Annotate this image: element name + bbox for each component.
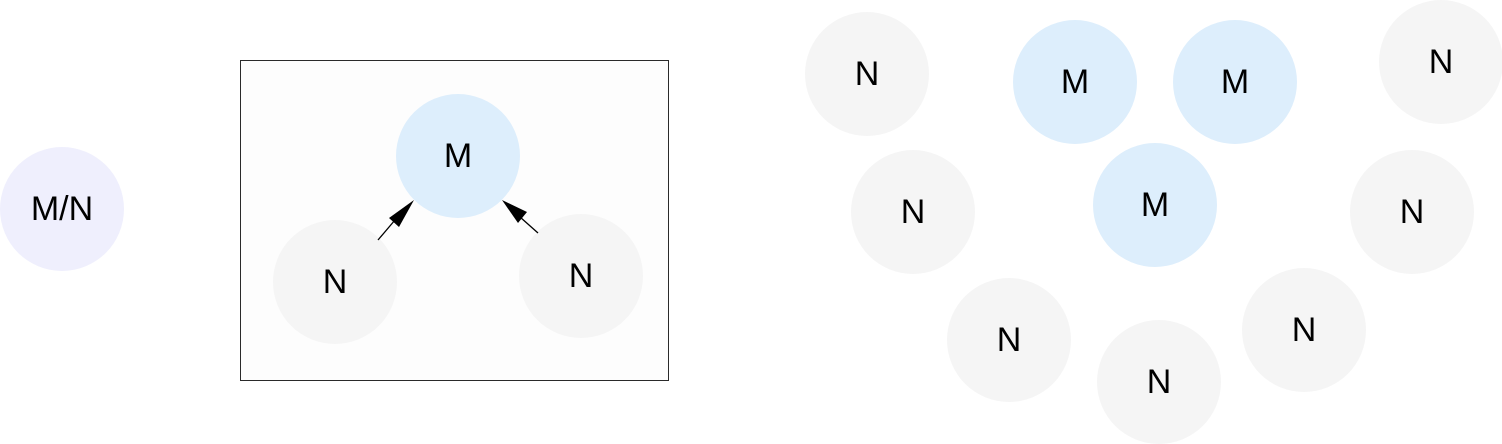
field-node-label: M (1060, 63, 1090, 101)
field-node: N (1097, 320, 1221, 444)
mn-node-label: M/N (30, 190, 94, 228)
field-node-label: N (900, 193, 926, 231)
field-node-label: M (1140, 186, 1170, 224)
field-node-label: N (1146, 363, 1172, 401)
field-node: M (1013, 20, 1137, 144)
field-node: M (1173, 20, 1297, 144)
group-left-n-node: N (273, 220, 397, 344)
field-node: N (1350, 150, 1474, 274)
group-right-label: N (568, 257, 594, 295)
field-node-label: M (1220, 63, 1250, 101)
field-node-label: N (1428, 43, 1454, 81)
field-node: N (1242, 268, 1366, 392)
field-node: N (851, 150, 975, 274)
group-center-m-node: M (396, 94, 520, 218)
field-node: M (1093, 143, 1217, 267)
group-center-label: M (443, 137, 473, 175)
group-left-label: N (322, 263, 348, 301)
field-node-label: N (1399, 193, 1425, 231)
field-node-label: N (996, 321, 1022, 359)
field-node: N (947, 278, 1071, 402)
group-right-n-node: N (519, 214, 643, 338)
field-node: N (1379, 0, 1502, 124)
field-node-label: N (1291, 311, 1317, 349)
field-node: N (805, 12, 929, 136)
mn-node: M/N (0, 147, 124, 271)
field-node-label: N (854, 55, 880, 93)
